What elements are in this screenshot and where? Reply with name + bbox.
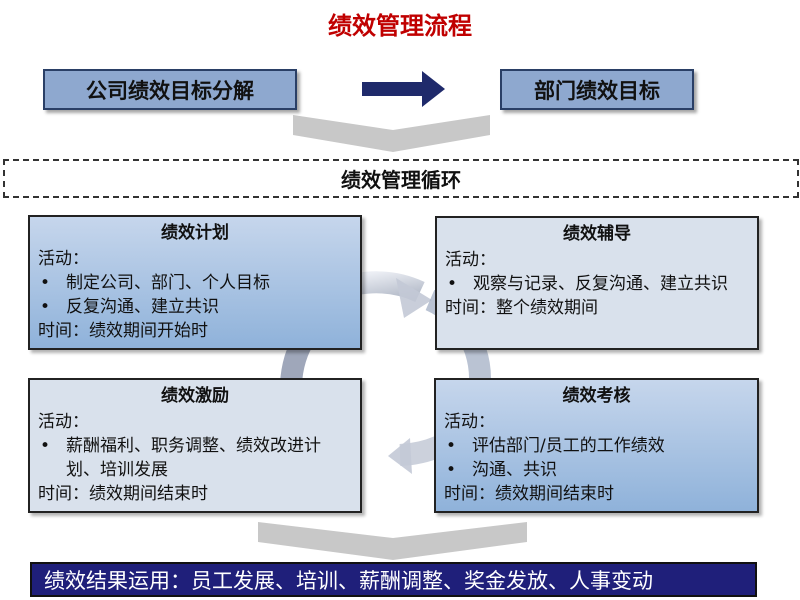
time-text: 时间：整个绩效期间 [445, 298, 598, 318]
bullet-icon: • [446, 460, 457, 480]
activity-label: 活动： [445, 250, 496, 270]
activity-label: 活动： [38, 412, 89, 432]
card-title: 绩效辅导 [563, 224, 631, 244]
list-item: • 观察与记录、反复沟通、建立共识 [445, 272, 749, 296]
list-item: • 制定公司、部门、个人目标 [38, 271, 352, 295]
bullet-icon: • [446, 436, 457, 456]
list-item: • 薪酬福利、职务调整、绩效改进计划、培训发展 [38, 434, 352, 482]
result-application-label: 绩效结果运用：员工发展、培训、薪酬调整、奖金发放、人事变动 [44, 568, 653, 593]
bullet-icon: • [447, 274, 458, 294]
cycle-banner-label: 绩效管理循环 [341, 168, 461, 192]
time-text: 时间：绩效期间开始时 [38, 321, 208, 341]
bullet-text: 薪酬福利、职务调整、绩效改进计划、培训发展 [66, 436, 321, 480]
page-title: 绩效管理流程 [328, 12, 472, 40]
card-performance-review: 绩效考核 活动： • 评估部门/员工的工作绩效 • 沟通、共识 时间：绩效期间结… [434, 378, 759, 513]
department-goal-box: 部门绩效目标 [500, 69, 694, 110]
result-application-bar: 绩效结果运用：员工发展、培训、薪酬调整、奖金发放、人事变动 [30, 562, 757, 597]
list-item: • 沟通、共识 [444, 458, 749, 482]
bullet-icon: • [40, 436, 51, 456]
company-goal-decomposition-box: 公司绩效目标分解 [43, 69, 297, 110]
bullet-text: 观察与记录、反复沟通、建立共识 [473, 274, 728, 294]
bullet-text: 反复沟通、建立共识 [66, 297, 219, 317]
company-goal-label: 公司绩效目标分解 [86, 78, 254, 103]
department-goal-label: 部门绩效目标 [534, 78, 660, 103]
card-title: 绩效激励 [161, 386, 229, 406]
card-performance-incentive: 绩效激励 活动： • 薪酬福利、职务调整、绩效改进计划、培训发展 时间：绩效期间… [28, 378, 362, 513]
activity-label: 活动： [444, 412, 495, 432]
list-item: • 评估部门/员工的工作绩效 [444, 434, 749, 458]
card-title: 绩效考核 [562, 386, 631, 406]
down-chevron-bottom-icon [258, 522, 527, 560]
bullet-text: 制定公司、部门、个人目标 [66, 273, 270, 293]
cycle-arrowhead-lower-icon [388, 438, 412, 474]
card-title: 绩效计划 [161, 223, 229, 243]
bullet-text: 沟通、共识 [472, 460, 557, 480]
cycle-arrowhead-upper-icon [396, 278, 432, 318]
card-performance-plan: 绩效计划 活动： • 制定公司、部门、个人目标 • 反复沟通、建立共识 时间：绩… [28, 215, 362, 350]
time-text: 时间：绩效期间结束时 [444, 484, 614, 504]
bullet-icon: • [40, 273, 51, 293]
cycle-banner: 绩效管理循环 [3, 159, 799, 198]
list-item: • 反复沟通、建立共识 [38, 295, 352, 319]
time-text: 时间：绩效期间结束时 [38, 484, 208, 504]
activity-label: 活动： [38, 249, 89, 269]
right-arrow-icon [362, 71, 445, 107]
bullet-text: 评估部门/员工的工作绩效 [472, 436, 665, 456]
down-chevron-top-icon [293, 115, 490, 152]
bullet-icon: • [40, 297, 51, 317]
card-performance-coaching: 绩效辅导 活动： • 观察与记录、反复沟通、建立共识 时间：整个绩效期间 [435, 216, 759, 350]
